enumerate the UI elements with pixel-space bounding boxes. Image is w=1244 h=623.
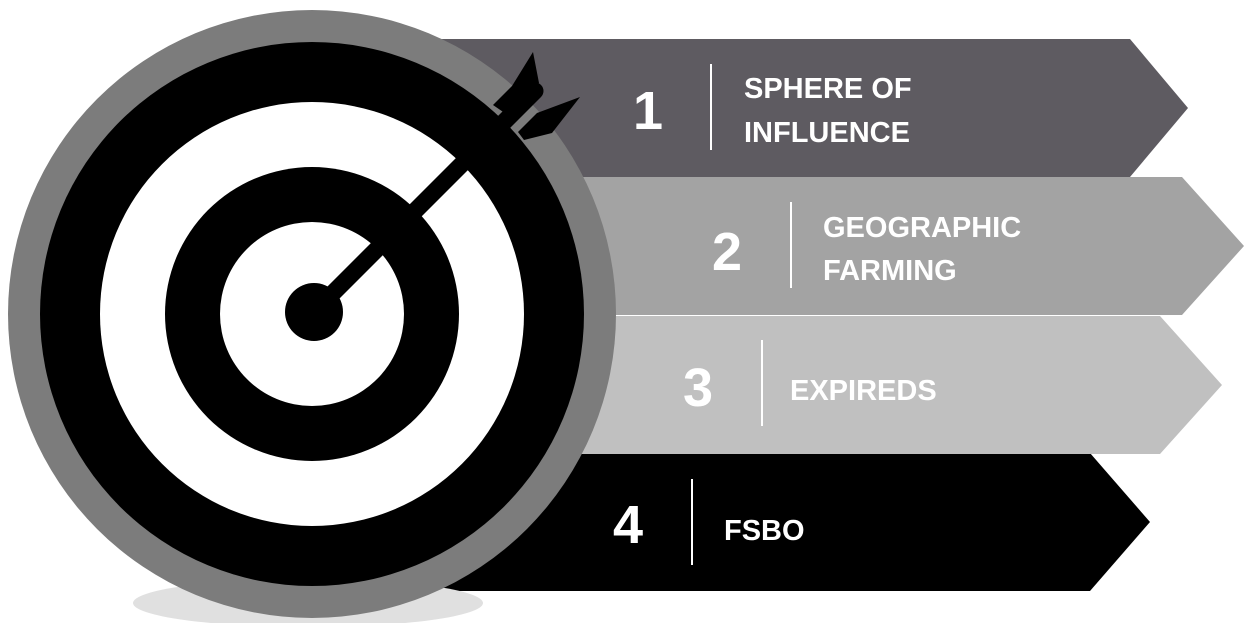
step-band-4: 4 FSBO xyxy=(420,453,1150,591)
step-band-2-shape xyxy=(420,177,1244,315)
step-2-label-line2: FARMING xyxy=(823,255,957,287)
step-1-label-line2: INFLUENCE xyxy=(744,117,910,149)
step-band-3: 3 EXPIREDS xyxy=(420,316,1222,454)
arrow-fletching-lower xyxy=(518,97,580,140)
step-2-number: 2 xyxy=(712,222,742,282)
step-band-1-shape xyxy=(420,39,1188,177)
step-4-number: 4 xyxy=(613,495,643,555)
arrow-icon xyxy=(305,52,580,321)
arrow-fletching-upper xyxy=(493,52,539,116)
step-2-label-line1: GEOGRAPHIC xyxy=(823,212,1021,244)
step-band-2: 2 GEOGRAPHIC FARMING xyxy=(420,177,1244,315)
step-band-3-shape xyxy=(420,316,1222,454)
step-1-label-line1: SPHERE OF xyxy=(744,73,912,105)
step-3-number: 3 xyxy=(683,358,713,418)
step-band-1: 1 SPHERE OF INFLUENCE xyxy=(420,39,1188,177)
step-3-label-line1: EXPIREDS xyxy=(790,375,937,407)
step-4-label-line1: FSBO xyxy=(724,515,805,547)
step-1-number: 1 xyxy=(633,81,663,141)
arrow-shaft xyxy=(305,82,544,321)
step-band-4-shape xyxy=(420,453,1150,591)
